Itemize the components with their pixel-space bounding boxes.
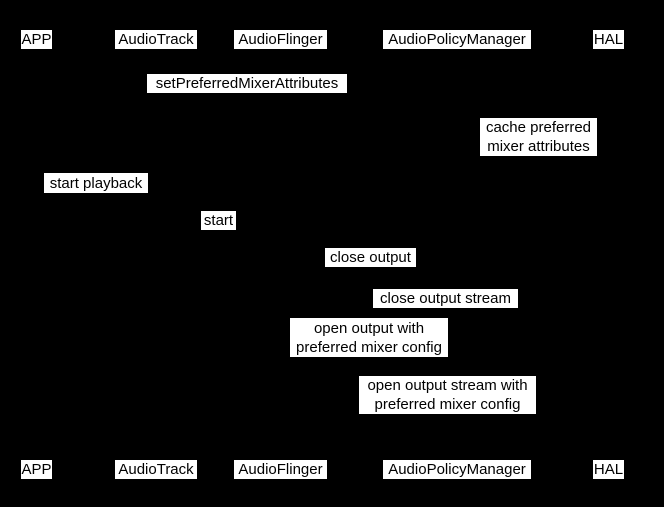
message-label-start-playback: start playback	[44, 173, 148, 193]
participant-label-audiotrack-bottom: AudioTrack	[115, 460, 197, 479]
participant-label-app-bottom: APP	[21, 460, 52, 479]
message-label-start: start	[201, 211, 236, 230]
message-label-open-output-stream-with-preferred-mixer-config: open output stream with preferred mixer …	[359, 376, 536, 414]
message-label-close-output: close output	[325, 248, 416, 267]
message-label-open-output-with-preferred-mixer-config: open output with preferred mixer config	[290, 318, 448, 357]
participant-label-audiopolicymanager-top: AudioPolicyManager	[383, 30, 531, 49]
participant-label-hal-bottom: HAL	[593, 460, 624, 479]
participant-label-audiotrack-top: AudioTrack	[115, 30, 197, 49]
message-label-set-preferred-mixer-attributes: setPreferredMixerAttributes	[147, 74, 347, 93]
message-label-cache-preferred-mixer-attributes: cache preferred mixer attributes	[480, 118, 597, 156]
participant-label-app-top: APP	[21, 30, 52, 49]
participant-label-audiopolicymanager-bottom: AudioPolicyManager	[383, 460, 531, 479]
message-label-close-output-stream: close output stream	[373, 289, 518, 308]
participant-label-hal-top: HAL	[593, 30, 624, 49]
participant-label-audioflinger-bottom: AudioFlinger	[234, 460, 327, 479]
participant-label-audioflinger-top: AudioFlinger	[234, 30, 327, 49]
